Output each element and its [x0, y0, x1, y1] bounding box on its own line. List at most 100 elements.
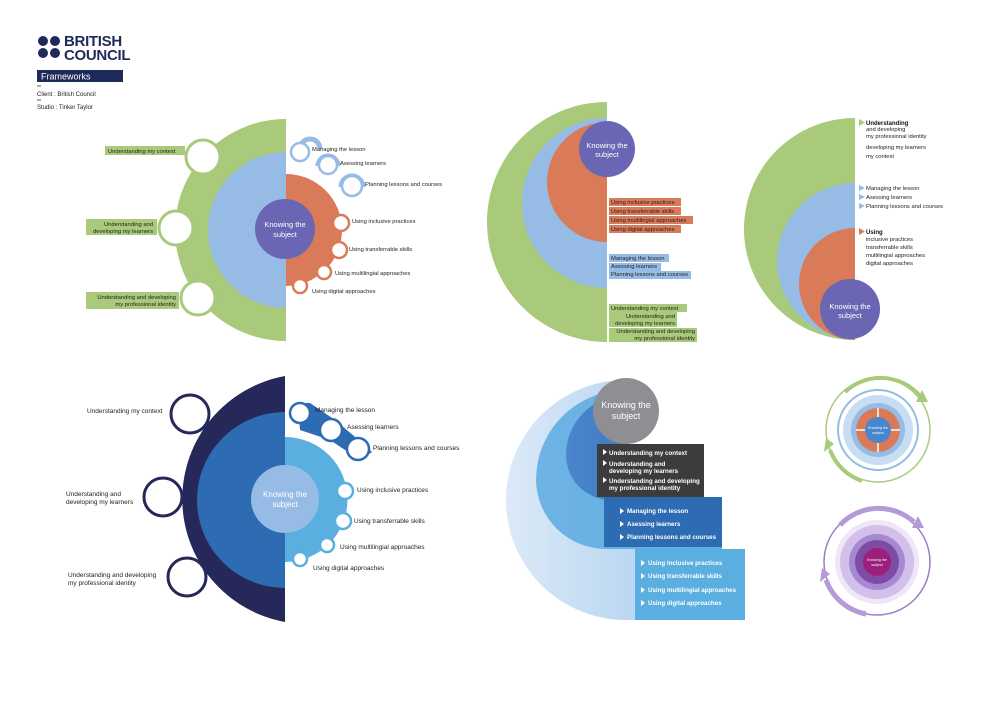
cycle-diagram-blue: Knowing the subject — [824, 375, 931, 483]
practice-label-2: Using transferrable skills — [648, 573, 722, 580]
context-label-3a: Understanding and developing — [616, 329, 695, 335]
context-label-2b: developing my learners — [93, 229, 153, 235]
understanding-item: and developing — [866, 127, 905, 133]
center-knowing-subject — [863, 548, 891, 576]
logo-line1: BRITISH — [64, 33, 122, 50]
using-item: transferrable skills — [866, 245, 913, 251]
bubble-practice-1 — [335, 481, 355, 501]
practice-label-3: Using multilingial approaches — [611, 218, 687, 224]
using-item: inclusive practices — [866, 237, 913, 243]
logo-line2: COUNCIL — [64, 47, 130, 64]
practices-list-box — [635, 549, 745, 620]
center-knowing-subject — [255, 199, 315, 259]
context-label-1: Understanding my context — [611, 306, 679, 312]
context-label-2a: Understanding and — [609, 461, 666, 468]
cycle-arrow-icon — [820, 568, 830, 582]
lesson-label-3: Planning lessons and courses — [373, 445, 460, 452]
center-label-line1: Knowing the — [601, 400, 651, 410]
center-label-line1: Knowing the — [586, 141, 627, 150]
practice-label-1: Using inclusive practices — [357, 487, 429, 494]
bubble-lesson-3 — [340, 174, 364, 198]
center-label-line1: Knowing the — [263, 490, 308, 499]
center-label-line2: subject — [838, 311, 863, 320]
practice-label-3: Using multilingial approaches — [648, 587, 737, 594]
context-label-2a: Understanding and — [104, 222, 153, 228]
center-label-line1: Knowing the — [264, 220, 305, 229]
practice-label-4: Using digital approaches — [313, 565, 385, 572]
practice-label-2: Using transferrable skills — [354, 518, 426, 525]
context-label-2a: Understanding and — [66, 491, 121, 498]
understanding-item: my professional identity — [866, 134, 927, 140]
cycle-arrow-icon — [912, 516, 924, 528]
studio-text: Studio : Tinker Taylor — [37, 105, 93, 111]
understanding-item: developing my learners — [866, 145, 926, 151]
center-label-line2: subject — [273, 230, 298, 239]
context-label-2b: developing my learners — [66, 499, 134, 506]
center-knowing-subject — [865, 417, 891, 443]
context-label-3a: Understanding and developing — [97, 295, 176, 301]
british-council-logo: BRITISH COUNCIL — [38, 33, 131, 64]
using-item: multilingial approaches — [866, 253, 925, 259]
center-label-line2: subject — [612, 411, 641, 421]
center-knowing-subject — [251, 465, 319, 533]
bubble-practice-2 — [333, 511, 353, 531]
center-label-line2: subject — [595, 150, 620, 159]
cycle-arrow-icon — [916, 390, 928, 402]
bubble-context-3 — [166, 556, 208, 598]
lesson-label-3: Planning lessons and courses — [365, 182, 442, 188]
center-knowing-subject — [593, 378, 659, 444]
context-label-3b: my professional identity — [115, 302, 176, 308]
bubble-context-1 — [184, 138, 222, 176]
practice-label-1: Using inclusive practices — [352, 219, 416, 225]
bubble-context-3 — [179, 279, 217, 317]
cycle-diagram-purple: Knowing the subject — [820, 505, 931, 617]
lesson-label-2: Asessing learners — [611, 264, 657, 270]
blue-arrow-icon — [859, 185, 865, 191]
understanding-head: Understanding — [866, 121, 909, 127]
using-item: digital approaches — [866, 261, 913, 267]
client-text: Client : British Council — [37, 92, 96, 98]
practice-label-4: Using digital approaches — [611, 227, 675, 233]
practice-label-3: Using multilingial approaches — [335, 271, 411, 277]
bubble-lesson-3 — [345, 436, 371, 462]
green-arrow-icon — [859, 119, 865, 126]
context-label-3b: my professional identity — [609, 485, 681, 492]
lesson-label-3: Planning lessons and courses — [611, 272, 688, 278]
practice-label-1: Using inclusive practices — [611, 200, 675, 206]
context-label-3a: Understanding and developing — [609, 478, 700, 485]
practice-label-1: Using inclusive practices — [648, 560, 723, 567]
practice-label-2: Using transferrable skills — [611, 209, 674, 215]
bubble-practice-4 — [291, 550, 309, 568]
center-knowing-subject — [579, 121, 635, 177]
lesson-label-2: Asessing learners — [627, 521, 681, 528]
section-title: Frameworks — [41, 72, 91, 82]
bubble-lesson-2 — [318, 417, 344, 443]
panel-3-diagram: Knowing the subject Understanding and de… — [744, 118, 943, 340]
bubble-lesson-1 — [289, 141, 311, 163]
context-label-3b: my professional identity — [68, 580, 137, 587]
lesson-label-1: Managing the lesson — [611, 256, 665, 262]
lesson-item: Planning lessons and courses — [866, 204, 943, 210]
context-label-1: Understanding my context — [87, 408, 163, 415]
center-label-line1: Knowing the — [867, 558, 887, 562]
practice-label-4: Using digital approaches — [648, 600, 722, 607]
bubble-practice-3 — [315, 263, 333, 281]
lesson-item: Managing the lesson — [866, 186, 920, 192]
using-head: Using — [866, 230, 883, 236]
bubble-practice-4 — [291, 277, 309, 295]
center-label-line2: subject — [272, 500, 298, 509]
middle-ring-lesson — [208, 152, 286, 308]
panel-2-diagram: Knowing the subject Using inclusive prac… — [487, 102, 697, 342]
label-box — [86, 219, 157, 235]
bubble-lesson-2 — [317, 154, 339, 176]
section-banner — [37, 70, 123, 82]
center-knowing-subject — [820, 279, 880, 339]
bubble-lesson-1 — [288, 401, 312, 425]
panel-1-diagram: Knowing the subject Understanding my con… — [86, 119, 442, 341]
practice-label-3: Using multilingial approaches — [340, 544, 425, 551]
bubble-context-2 — [157, 209, 195, 247]
label-box — [105, 146, 185, 155]
context-label-3b: my professional identity — [634, 336, 695, 342]
cycle-arrow-icon — [824, 438, 834, 452]
